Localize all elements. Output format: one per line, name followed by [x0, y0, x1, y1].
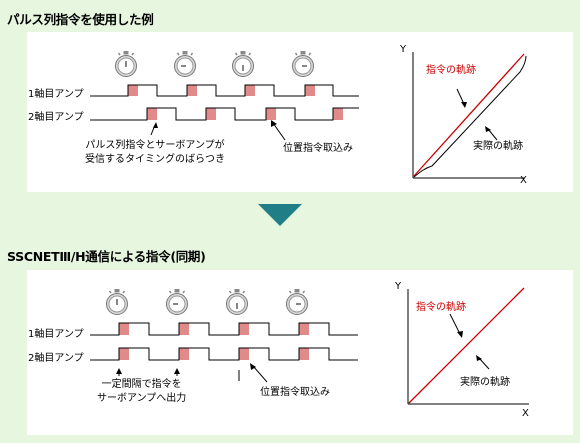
stopwatch-icon: [286, 289, 308, 315]
position-command-note: 位置指令取込み: [283, 143, 353, 154]
command-trajectory-label: 指令の軌跡: [426, 65, 476, 76]
axis2-waveform: [90, 107, 359, 121]
actual-trajectory-label: 実際の軌跡: [473, 141, 523, 152]
actual-trajectory-label: 実際の軌跡: [460, 377, 510, 388]
section1-title: パルス列指令を使用した例: [7, 12, 154, 27]
graph-x-label: X: [520, 175, 527, 186]
graph-y-label: Y: [395, 281, 402, 292]
section2-title: SSCNETⅢ/H通信による指令(同期): [7, 249, 206, 264]
section1-canvas: [90, 51, 527, 179]
pulse-markers: [119, 323, 309, 360]
fixed-interval-note: 一定間隔で指令を サーボアンプへ出力: [97, 379, 187, 404]
timing-variation-note: パルス列指令とサーボアンプが 受信するタイミングのばらつき: [85, 140, 225, 165]
section2-canvas: [90, 287, 529, 405]
axis2-waveform: [90, 347, 358, 361]
stopwatch-icon: [232, 51, 254, 77]
stopwatch-icon: [166, 289, 188, 315]
stopwatch-icon: [174, 51, 196, 77]
graph-y-label: Y: [400, 44, 407, 55]
graph-x-label: X: [522, 408, 529, 419]
actual-trajectory-line: [413, 55, 527, 178]
section1-panel: 1軸目アンプ 2軸目アンプ パルス列指令とサーボアンプが 受信するタイミングのば…: [27, 32, 573, 192]
command-trajectory-line: [408, 287, 525, 404]
pulse-markers: [128, 85, 343, 120]
stopwatch-icon: [106, 289, 128, 315]
axis1-label: 1軸目アンプ: [28, 89, 84, 100]
axis1-waveform: [90, 84, 359, 97]
axis1-waveform: [90, 322, 358, 336]
axis1-label: 1軸目アンプ: [28, 329, 84, 340]
down-triangle-arrow-icon: [258, 204, 302, 226]
stopwatch-icon: [292, 51, 314, 77]
section2-panel: 1軸目アンプ 2軸目アンプ 一定間隔で指令を サーボアンプへ出力 位置指令取込み…: [27, 270, 573, 435]
axis2-label: 2軸目アンプ: [28, 353, 84, 364]
axis2-label: 2軸目アンプ: [28, 112, 84, 123]
stopwatch-icon: [226, 289, 248, 315]
command-trajectory-line: [413, 53, 525, 177]
position-command-note: 位置指令取込み: [260, 387, 330, 398]
command-trajectory-label: 指令の軌跡: [416, 302, 466, 313]
stopwatch-icon: [115, 51, 137, 77]
